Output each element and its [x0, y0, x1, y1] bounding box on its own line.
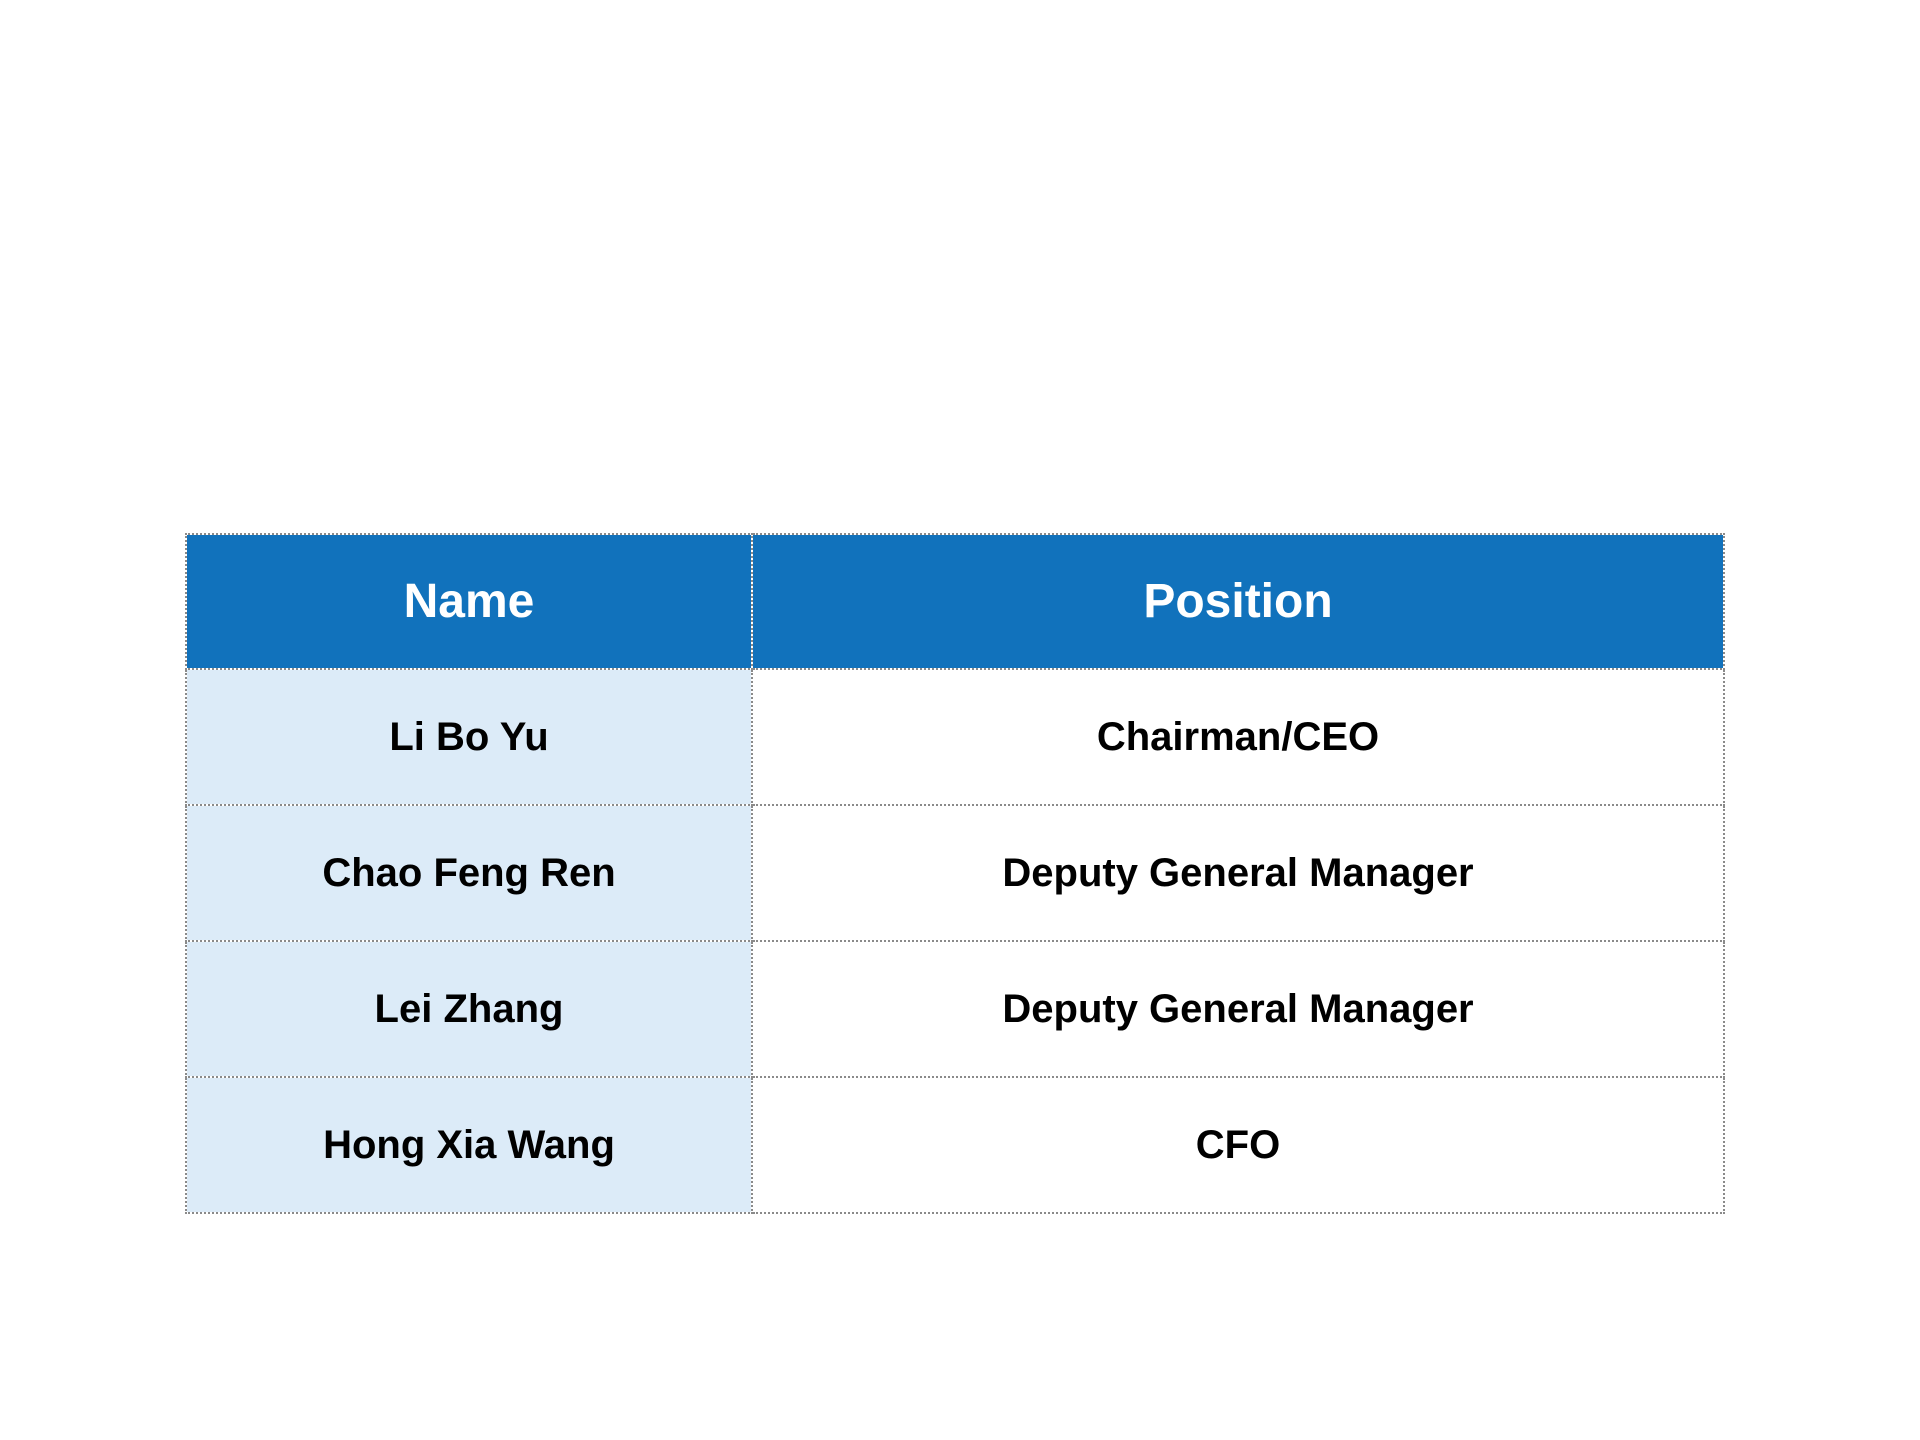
column-header-position: Position — [751, 533, 1725, 670]
cell-name: Chao Feng Ren — [185, 804, 753, 942]
table-row: Lei Zhang Deputy General Manager — [185, 940, 1725, 1078]
cell-position: Deputy General Manager — [751, 940, 1725, 1078]
table-header-row: Name Position — [185, 533, 1725, 670]
cell-position: CFO — [751, 1076, 1725, 1214]
table-row: Hong Xia Wang CFO — [185, 1076, 1725, 1214]
column-header-name: Name — [185, 533, 753, 670]
table-row: Li Bo Yu Chairman/CEO — [185, 668, 1725, 806]
management-table: Name Position Li Bo Yu Chairman/CEO Chao… — [185, 533, 1725, 1214]
table-row: Chao Feng Ren Deputy General Manager — [185, 804, 1725, 942]
cell-position: Deputy General Manager — [751, 804, 1725, 942]
cell-position: Chairman/CEO — [751, 668, 1725, 806]
cell-name: Hong Xia Wang — [185, 1076, 753, 1214]
cell-name: Li Bo Yu — [185, 668, 753, 806]
cell-name: Lei Zhang — [185, 940, 753, 1078]
